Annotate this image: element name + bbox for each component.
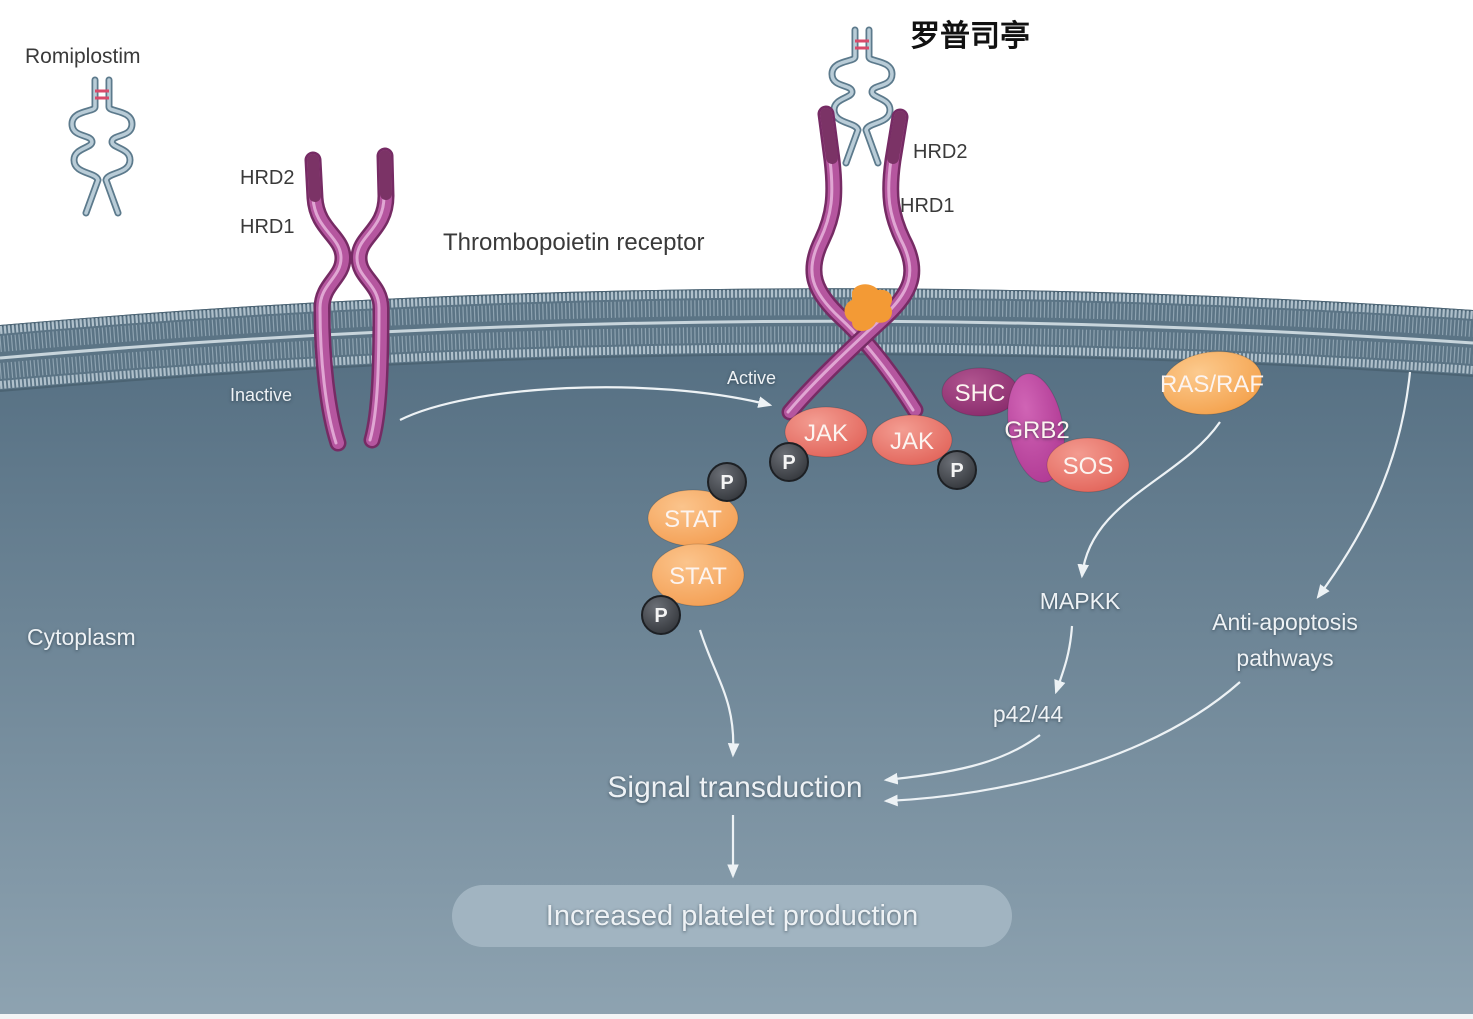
membrane-outer-heads: [0, 289, 1473, 334]
phosphate-circle: [769, 442, 809, 482]
stat-protein-lower: STAT: [651, 543, 745, 607]
mapkk-label: MAPKK: [1040, 588, 1121, 614]
jak-label: JAK: [804, 420, 848, 447]
sos-label: SOS: [1063, 453, 1114, 480]
active-receptor-strand-a: [812, 114, 915, 410]
ras-raf-shape: [1161, 351, 1263, 415]
arrow-anti-apoptosis-to-signal: [883, 681, 1241, 807]
phosphate-label: P: [782, 452, 795, 474]
shc-label: SHC: [955, 380, 1006, 407]
phosphate-jak-right: P: [937, 450, 977, 490]
outcome-label: Increased platelet production: [546, 900, 918, 932]
hrd2-domain: [820, 108, 838, 164]
phosphate-circle: [641, 595, 681, 635]
jak-label: JAK: [890, 428, 934, 455]
arrow-mapkk-to-p42-44: [1054, 625, 1074, 695]
hrd2-domain: [887, 111, 906, 164]
active-state-label: Active: [727, 368, 776, 388]
jak-protein-left: JAK: [784, 406, 868, 458]
phosphate-label: P: [720, 472, 733, 494]
romiplostim-molecule-free: [72, 80, 132, 213]
stat-label: STAT: [669, 563, 727, 590]
membrane-midline: [0, 319, 1473, 360]
sos-shape: [1046, 437, 1130, 493]
ras-raf-label: RAS/RAF: [1160, 371, 1264, 398]
arrow-inactive-to-active: [399, 386, 773, 421]
stat-protein-upper: STAT: [647, 489, 739, 547]
hrd2-domain: [379, 150, 392, 200]
receptor-name-label: Thrombopoietin receptor: [443, 229, 704, 256]
inactive-receptor: [311, 156, 386, 443]
romiplostim-label: Romiplostim: [25, 45, 141, 68]
membrane-inner-heads: [0, 344, 1473, 389]
outcome-box: Increased platelet production: [452, 885, 1012, 947]
active-receptor: [788, 114, 915, 412]
phosphate-label: P: [950, 460, 963, 482]
stat-label: STAT: [664, 506, 722, 533]
bottom-border: [0, 1014, 1473, 1019]
anti-apoptosis-label-line2: pathways: [1236, 645, 1333, 671]
inactive-receptor-strand-right: [357, 156, 386, 440]
active-hrd1-label: HRD1: [900, 195, 954, 217]
inactive-hrd1-label: HRD1: [240, 216, 294, 238]
phosphate-circle: [937, 450, 977, 490]
hrd2-domain: [307, 154, 321, 202]
grb2-label: GRB2: [1004, 417, 1069, 444]
cytoplasm-region: [0, 355, 1473, 1019]
active-hrd2-label: HRD2: [913, 141, 967, 163]
stat-shape: [651, 543, 745, 607]
inactive-receptor-strand-left: [311, 160, 343, 443]
ras-raf-protein: RAS/RAF: [1160, 351, 1264, 415]
phosphate-stat-upper: P: [707, 462, 747, 502]
romiplostim-chinese-label: 罗普司亭: [910, 19, 1030, 54]
arrow-membrane-to-anti-apoptosis: [1316, 371, 1412, 599]
cytoplasm-label: Cytoplasm: [27, 624, 136, 650]
signal-transduction-label: Signal transduction: [607, 771, 862, 804]
phosphate-label: P: [654, 605, 667, 627]
membrane-inner-tails: [0, 326, 1473, 379]
activation-site-blob: [844, 284, 893, 331]
arrow-rasraf-to-mapkk: [1077, 421, 1221, 579]
inactive-state-label: Inactive: [230, 385, 292, 405]
jak-shape: [871, 414, 953, 466]
jak-protein-right: JAK: [871, 414, 953, 466]
p42-44-label: p42/44: [993, 701, 1064, 727]
arrow-p42-44-to-signal: [883, 734, 1041, 785]
active-receptor-strand-b: [788, 117, 912, 412]
membrane-outer-tails: [0, 299, 1473, 352]
inactive-hrd2-label: HRD2: [240, 167, 294, 189]
outcome-pill: [452, 885, 1012, 947]
sos-protein: SOS: [1046, 437, 1130, 493]
arrow-stat-to-signal: [698, 629, 740, 758]
jak-shape: [784, 406, 868, 458]
phosphate-circle: [707, 462, 747, 502]
phosphate-stat-lower: P: [641, 595, 681, 635]
romiplostim-molecule-bound: [832, 30, 892, 163]
anti-apoptosis-label-line1: Anti-apoptosis: [1212, 609, 1358, 635]
pathway-arrows: [399, 371, 1412, 879]
phosphate-jak-left: P: [769, 442, 809, 482]
